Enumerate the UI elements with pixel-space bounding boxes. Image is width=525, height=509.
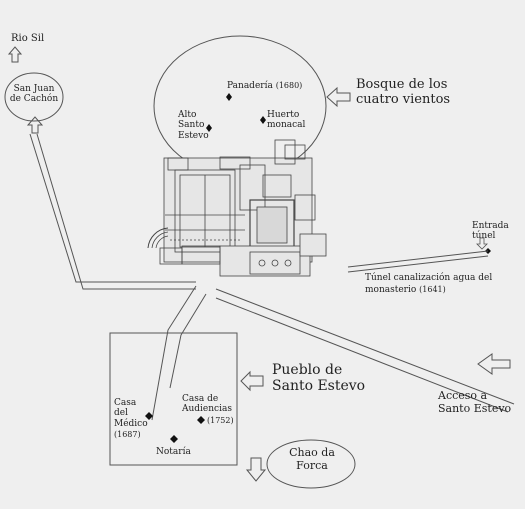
acceso-arrow <box>477 353 511 375</box>
chao-oval <box>266 439 356 489</box>
alto-santo-estevo-marker <box>206 124 212 132</box>
road-san-juan <box>29 133 196 290</box>
pueblo-label: Pueblo de Santo Estevo <box>272 362 366 395</box>
road-acceso <box>215 288 515 413</box>
bosque-arrow <box>326 86 351 108</box>
bosque-label: Bosque de los cuatro vientos <box>356 77 451 107</box>
huerto-label: Huerto monacal <box>267 110 306 131</box>
entrada-tunel-label: Entrada túnel <box>472 221 509 242</box>
casa-audiencias-marker <box>197 416 205 424</box>
bosque-oval <box>153 35 327 177</box>
casa-audiencias-label: Casa de Audiencias <box>182 394 232 415</box>
san-juan-label: San Juan de Cachón <box>9 84 59 105</box>
tunnel-canal <box>347 250 489 273</box>
pueblo-box <box>109 332 238 466</box>
casa-medico-label: Casa del Médico <box>114 398 148 429</box>
chao-arrow <box>245 457 267 482</box>
tunel-label-line2: monasterio (1641) <box>365 285 446 295</box>
casa-medico-year: (1687) <box>114 430 141 439</box>
panaderia-label: Panadería (1680) <box>227 81 302 91</box>
san-juan-oval <box>4 72 64 122</box>
notaria-marker <box>170 435 178 443</box>
road-pueblo <box>151 285 207 421</box>
notaria-label: Notaría <box>156 447 191 457</box>
panaderia-year: (1680) <box>275 81 303 90</box>
casa-audiencias-year: (1752) <box>207 416 234 425</box>
acceso-label: Acceso a Santo Estevo <box>438 389 512 415</box>
rio-sil-arrow <box>7 46 23 63</box>
alto-santo-estevo-label: Alto Santo Estevo <box>178 110 209 141</box>
tunel-label-line1: Túnel canalización agua del <box>365 273 493 283</box>
monastery-plan <box>147 139 327 277</box>
tunel-label-text: monasterio <box>365 285 417 295</box>
casa-medico-marker <box>145 412 153 420</box>
san-juan-arrow <box>26 116 44 134</box>
entrada-tunel-arrow <box>476 237 488 250</box>
rio-sil-label: Rio Sil <box>11 33 45 44</box>
panaderia-name: Panadería <box>227 81 273 91</box>
chao-label: Chao da Forca <box>289 446 335 472</box>
tunel-year: (1641) <box>419 285 446 294</box>
huerto-marker <box>260 116 266 124</box>
panaderia-marker <box>226 93 232 101</box>
pueblo-arrow <box>240 370 264 392</box>
